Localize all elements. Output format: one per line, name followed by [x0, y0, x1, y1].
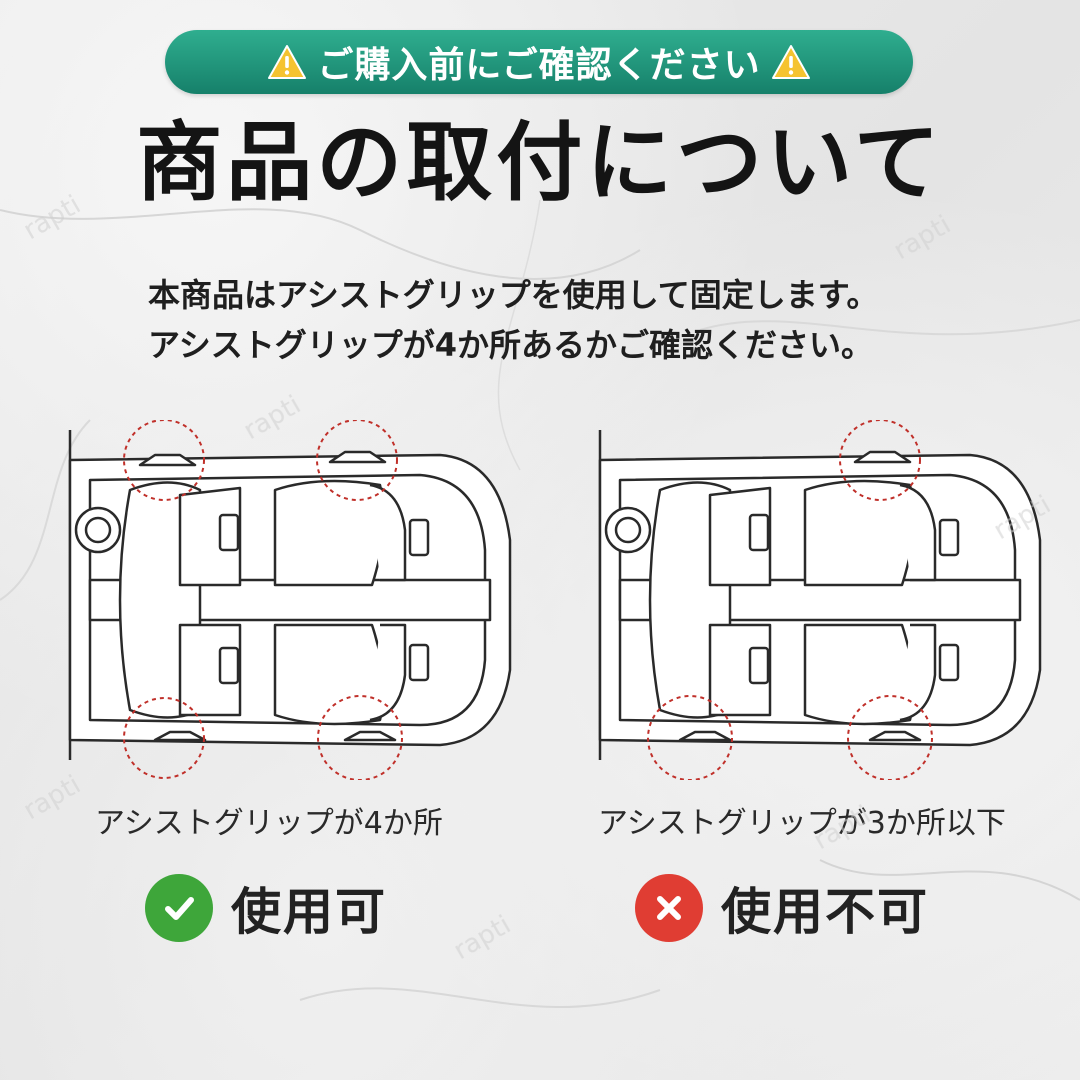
car-diagram-four-grips	[68, 420, 512, 780]
warning-icon	[268, 45, 307, 79]
banner-text: ご購入前にご確認ください	[317, 45, 761, 86]
description-line-1: 本商品はアシストグリップを使用して固定します。	[148, 276, 879, 314]
notice-banner: ご購入前にご確認ください	[165, 30, 913, 94]
description-line-2: アシストグリップが4か所あるかご確認ください。	[148, 326, 873, 364]
description: 本商品はアシストグリップを使用して固定します。 アシストグリップが4か所あるかご…	[148, 270, 968, 370]
verdict-not-usable: 使用不可	[635, 872, 929, 944]
warning-icon	[771, 45, 810, 79]
verdict-not-usable-label: 使用不可	[721, 883, 929, 941]
car-diagram-three-grips	[598, 420, 1042, 780]
caption-three-grips: アシストグリップが3か所以下	[598, 806, 1006, 841]
verdict-usable: 使用可	[145, 872, 387, 944]
verdict-usable-label: 使用可	[231, 883, 387, 941]
caption-four-grips: アシストグリップが4か所	[95, 806, 443, 841]
cross-icon	[635, 874, 703, 942]
check-icon	[145, 874, 213, 942]
page-title: 商品の取付について	[136, 113, 944, 213]
